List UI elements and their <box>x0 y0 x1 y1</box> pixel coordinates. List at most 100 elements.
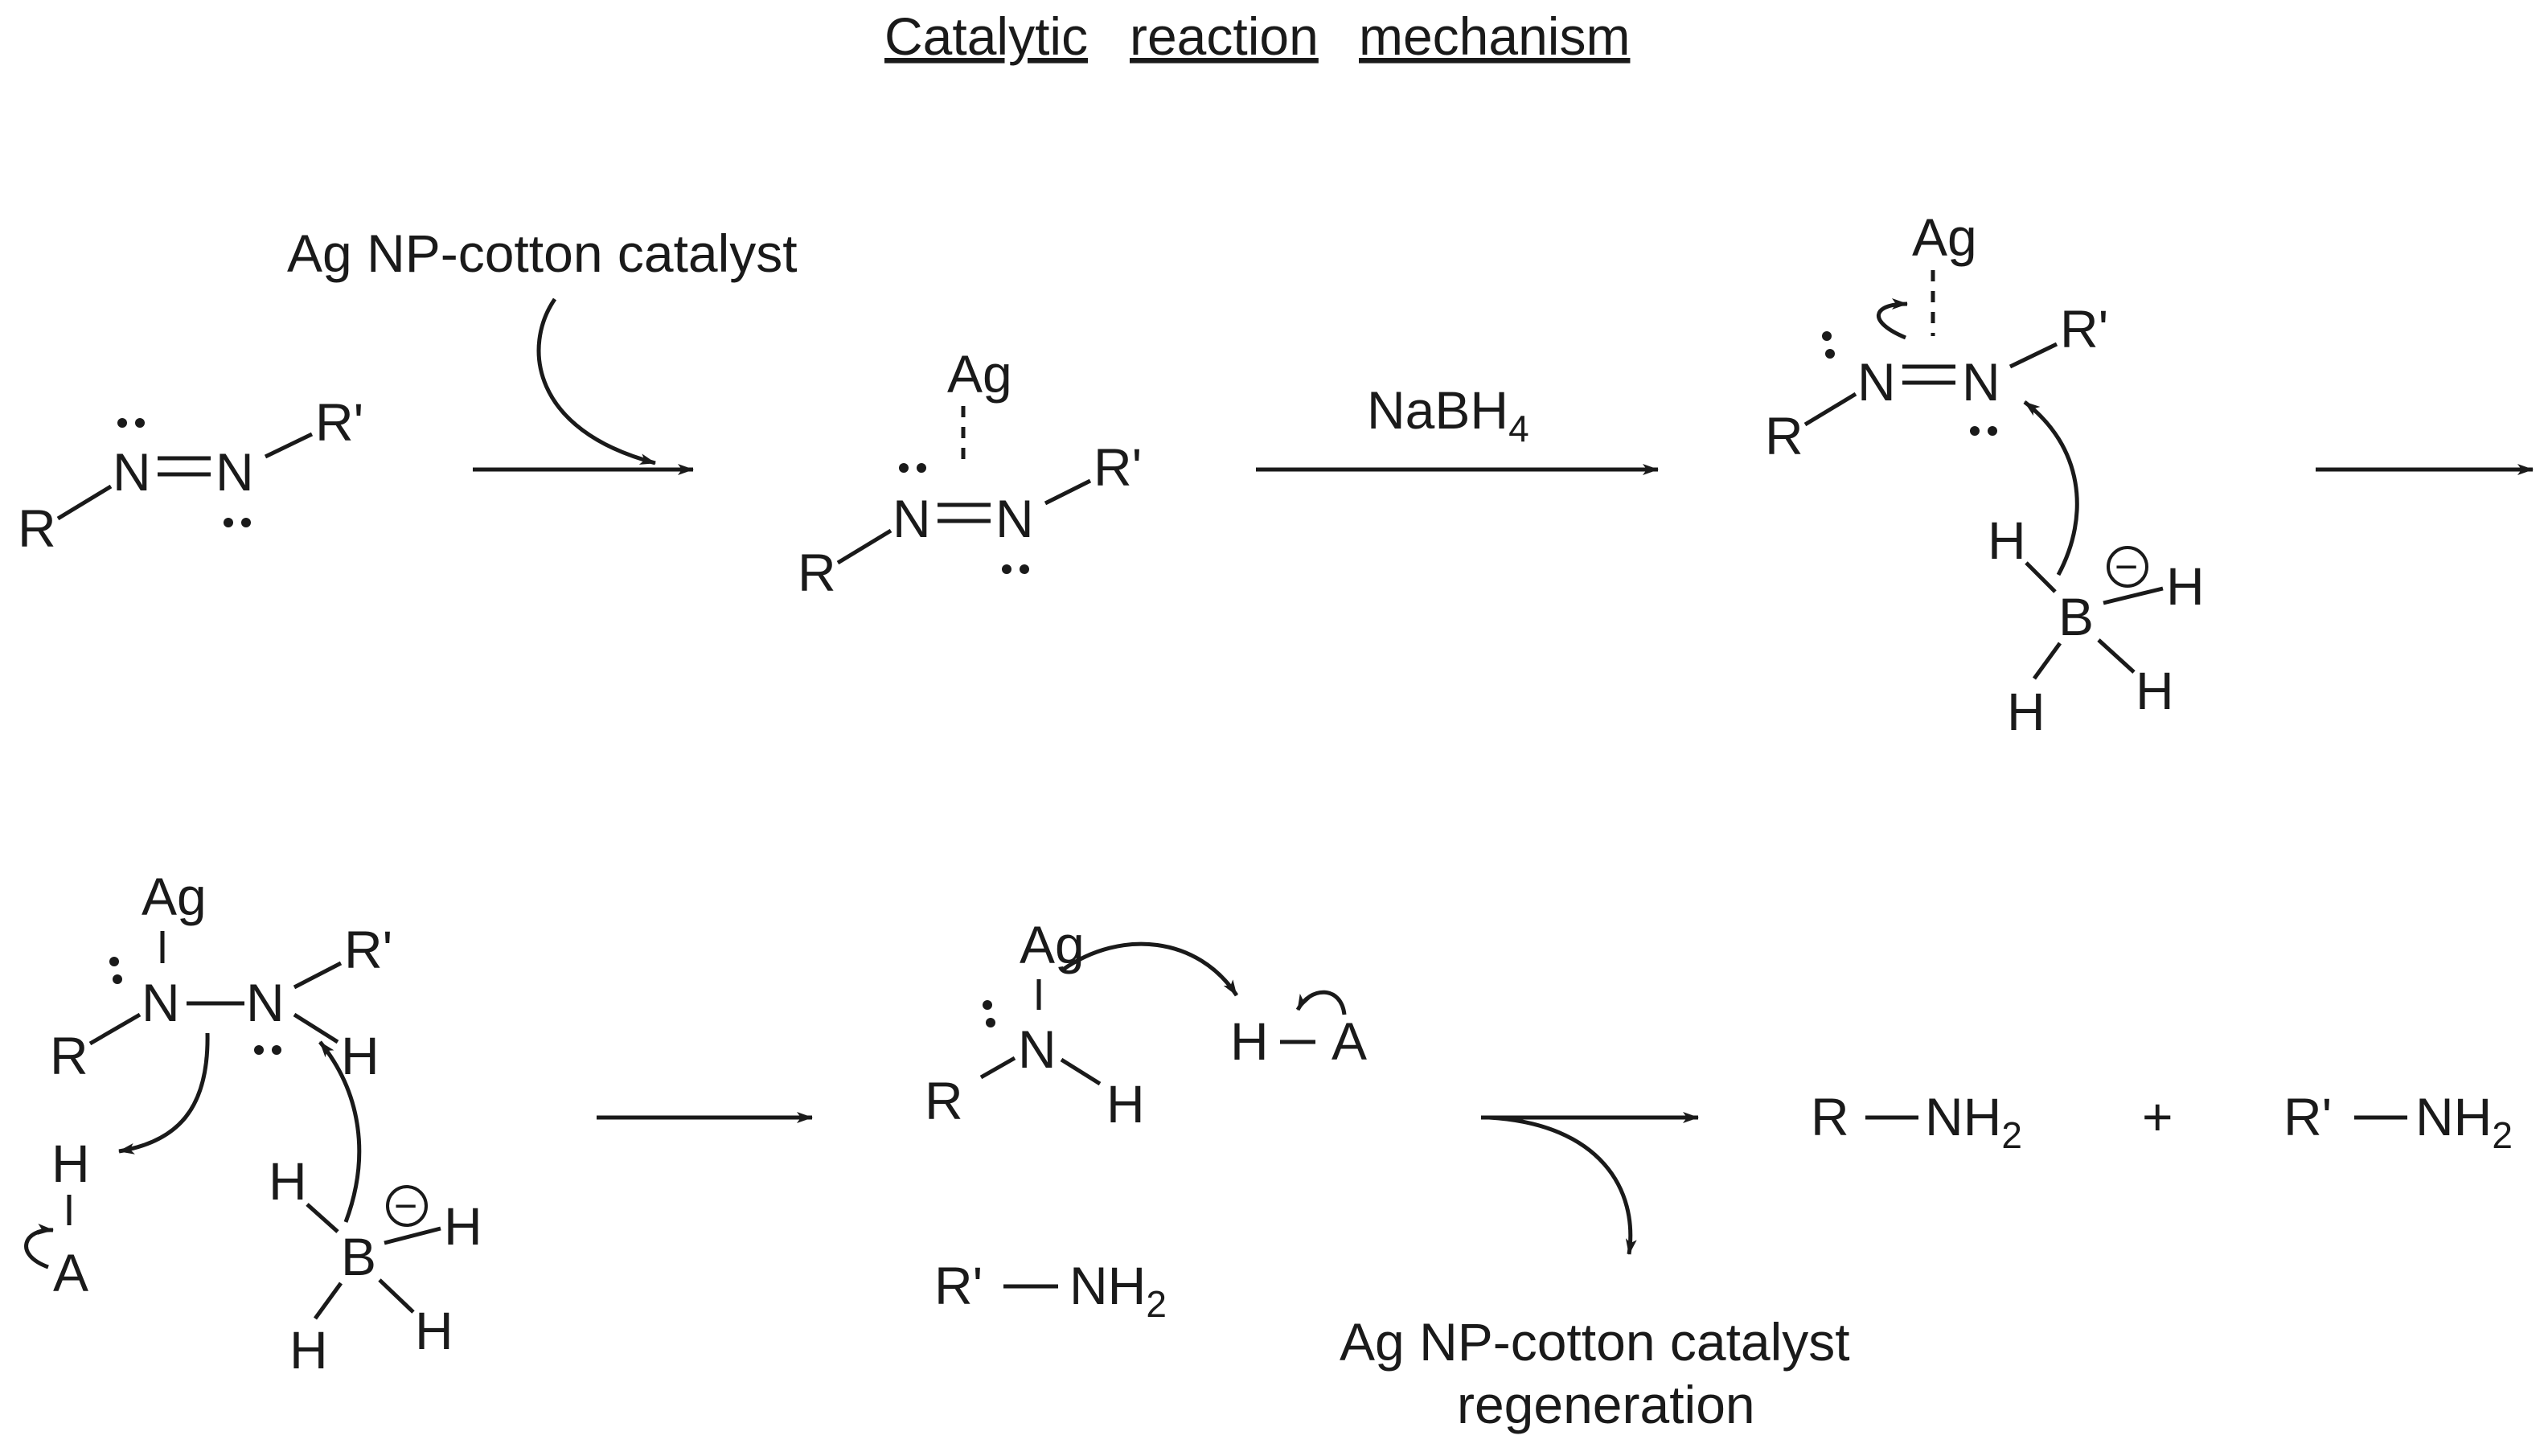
atom-r: R <box>1765 406 1803 466</box>
amine-group: NH2 <box>1925 1087 2022 1156</box>
title-word-2: reaction <box>1130 6 1319 66</box>
atom-rp: R' <box>344 920 392 979</box>
reductant-subscript: 4 <box>1508 408 1529 449</box>
lone-pair-dot <box>1002 564 1011 574</box>
lone-pair-dot <box>1988 426 1997 436</box>
curved-arrow-protonation <box>118 1032 210 1155</box>
bond-r-n <box>836 528 892 565</box>
bond-b-h <box>2097 638 2136 674</box>
title-word-3: mechanism <box>1359 6 1630 66</box>
amine-nh: NH <box>1925 1087 2001 1146</box>
amine-subscript: 2 <box>1146 1283 1167 1325</box>
lone-pair-dot <box>241 518 251 527</box>
curved-arrow-acid <box>1295 990 1347 1015</box>
atom-h: H <box>415 1301 453 1360</box>
atom-rp: R' <box>2283 1087 2332 1146</box>
lone-pair-dot <box>113 974 122 984</box>
amine-group: NH2 <box>1069 1256 1167 1325</box>
bond-b-h <box>313 1282 343 1320</box>
atom-r: R <box>925 1071 963 1130</box>
lone-pair-dot <box>272 1045 281 1055</box>
lone-pair-dot <box>983 1000 992 1010</box>
lone-pair-dot <box>1825 349 1835 359</box>
curved-arrow-regeneration <box>1488 1115 1637 1255</box>
hydrazine-intermediate: Ag R N N R' H H A H B − H H H <box>24 867 482 1380</box>
lone-pair-dot <box>117 418 127 428</box>
atom-r: R <box>798 543 836 602</box>
lone-pair-dot <box>899 463 909 473</box>
bond-b-h <box>378 1278 415 1314</box>
bond-h-b <box>306 1203 339 1233</box>
bond-n-rp <box>293 961 343 990</box>
atom-h: H <box>289 1320 328 1380</box>
lone-pair-dot <box>986 1018 995 1027</box>
atom-r: R <box>1811 1087 1849 1146</box>
atom-h: H <box>51 1134 90 1193</box>
lone-pair-dot <box>135 418 145 428</box>
curved-arrow-catalyst <box>536 297 656 466</box>
atom-h: H <box>2136 661 2174 720</box>
negative-charge-sign: − <box>2115 544 2138 589</box>
bond-n-rp <box>1044 478 1092 506</box>
atom-n: N <box>1018 1019 1057 1079</box>
atom-a: A <box>1331 1011 1367 1071</box>
amine-group: NH2 <box>2415 1087 2513 1156</box>
atom-h: H <box>1106 1074 1145 1134</box>
atom-ag: Ag <box>142 867 207 926</box>
curved-arrow-hydride <box>2023 400 2079 576</box>
atom-n1: N <box>142 973 180 1032</box>
atom-b: B <box>341 1227 376 1286</box>
atom-ag: Ag <box>947 344 1012 404</box>
bond-h-b <box>2025 561 2057 593</box>
bond-n-h <box>1060 1057 1102 1086</box>
atom-n1: N <box>113 442 151 502</box>
bond-b-h <box>2103 586 2164 605</box>
lone-pair-dot <box>1970 426 1980 436</box>
products: R NH2 + R' NH2 <box>1811 1087 2513 1156</box>
regeneration-line-1: Ag NP-cotton catalyst <box>1340 1312 1850 1372</box>
ag-azo-complex: Ag R N N R' <box>798 344 1142 602</box>
atom-ag: Ag <box>1912 207 1977 267</box>
curved-arrow-acid <box>24 1223 54 1269</box>
atom-h: H <box>2166 556 2205 616</box>
bond-r-n <box>979 1056 1016 1080</box>
atom-h: H <box>269 1151 307 1211</box>
atom-n1: N <box>892 489 931 548</box>
catalyst-label: Ag NP-cotton catalyst <box>287 224 798 283</box>
step-1-arrow-group: Ag NP-cotton catalyst <box>287 224 798 475</box>
atom-h: H <box>1230 1011 1269 1071</box>
curved-arrow-ag-release <box>1061 941 1239 997</box>
curved-arrow-hydride <box>318 1040 362 1223</box>
plus-sign: + <box>2142 1087 2173 1146</box>
negative-charge-sign: − <box>394 1183 417 1228</box>
curved-arrow-pi-shift <box>1877 298 1908 340</box>
lone-pair-dot <box>109 957 119 966</box>
negative-charge-circle <box>2107 546 2148 588</box>
bond-n-rp <box>2009 342 2058 369</box>
lone-pair-dot <box>917 463 926 473</box>
atom-b: B <box>2058 587 2094 646</box>
bond-r-n <box>1803 392 1857 427</box>
bond-n-h <box>293 1012 339 1044</box>
atom-h: H <box>444 1196 482 1256</box>
atom-ag: Ag <box>1020 915 1085 974</box>
lone-pair-dot <box>254 1045 264 1055</box>
reductant-base: NaBH <box>1367 380 1508 440</box>
atom-h: H <box>1988 511 2026 570</box>
amine-subscript: 2 <box>2492 1114 2513 1156</box>
atom-h: H <box>2007 682 2045 741</box>
lone-pair-dot <box>224 518 233 527</box>
regeneration-line-2: regeneration <box>1457 1375 1755 1434</box>
atom-a: A <box>53 1243 88 1302</box>
atom-n2: N <box>246 973 285 1032</box>
lone-pair-dot <box>1822 331 1832 341</box>
lone-pair-dot <box>1020 564 1029 574</box>
bond-b-h <box>384 1226 441 1245</box>
bond-n-rp <box>264 432 314 459</box>
atom-rp: R' <box>2060 299 2108 359</box>
atom-n2: N <box>215 442 254 502</box>
atom-n2: N <box>1962 352 2000 412</box>
amine-nh: NH <box>2415 1087 2492 1146</box>
title-word-1: Catalytic <box>884 6 1088 66</box>
